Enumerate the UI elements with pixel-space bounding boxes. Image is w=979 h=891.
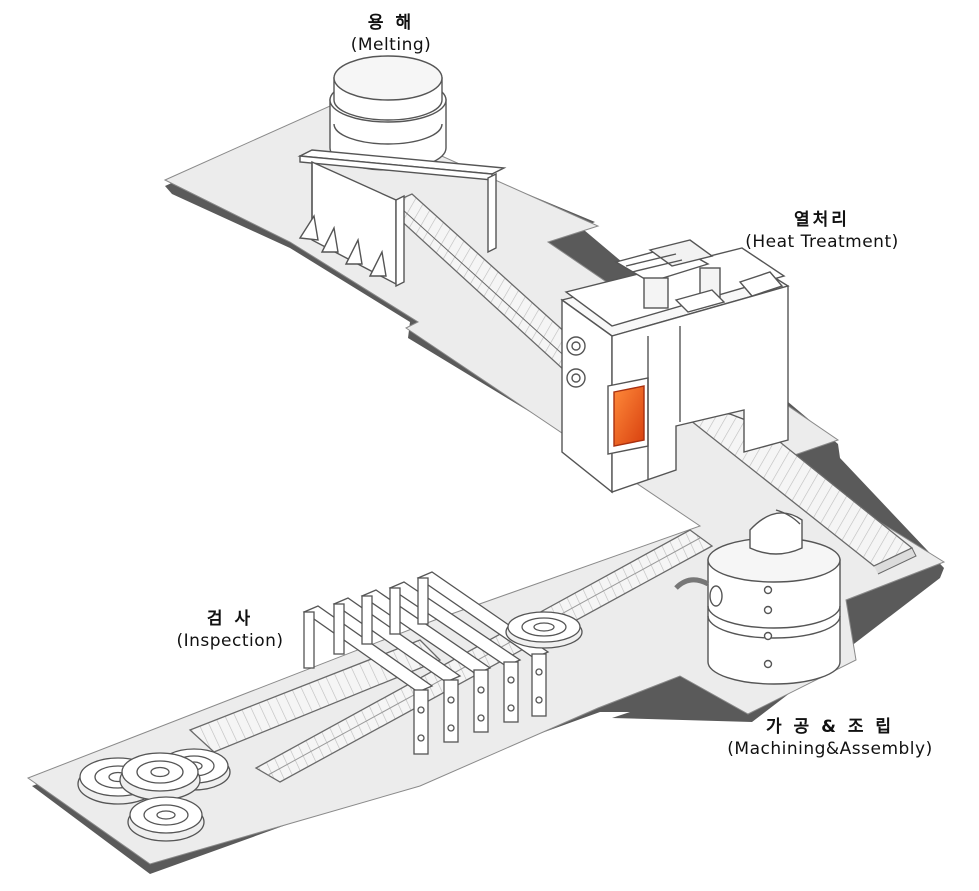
wheel [119,752,201,801]
lower-conveyor [254,529,714,783]
melting-label-english: (Melting) [350,35,432,55]
heat-treatment-label-korean: 열처리 [794,210,850,230]
inspection-conveyor [188,639,442,753]
melting-label: 용 해 (Melting) [336,12,446,56]
heat-treatment-unit [560,239,790,494]
machining-assembly-label: 가 공 & 조 립 (Machining&Assembly) [700,716,960,760]
inspection-gantries [302,571,550,755]
machining-assembly-label-english: (Machining&Assembly) [727,739,933,759]
heat-treatment-label: 열처리 (Heat Treatment) [722,209,922,253]
melting-label-korean: 용 해 [367,13,415,33]
melting-furnace [297,55,507,288]
machining-assembly-label-korean: 가 공 & 조 립 [765,717,895,737]
inspection-label-english: (Inspection) [176,631,284,651]
wheel-on-conveyor [505,611,583,649]
heat-treatment-label-english: (Heat Treatment) [745,232,899,252]
machining-assembly-machine [674,509,841,685]
furnace-glow [613,385,645,447]
finished-wheels [77,748,231,842]
inspection-label-korean: 검 사 [206,609,254,629]
wheel [127,796,205,842]
inspection-label: 검 사 (Inspection) [160,608,300,652]
